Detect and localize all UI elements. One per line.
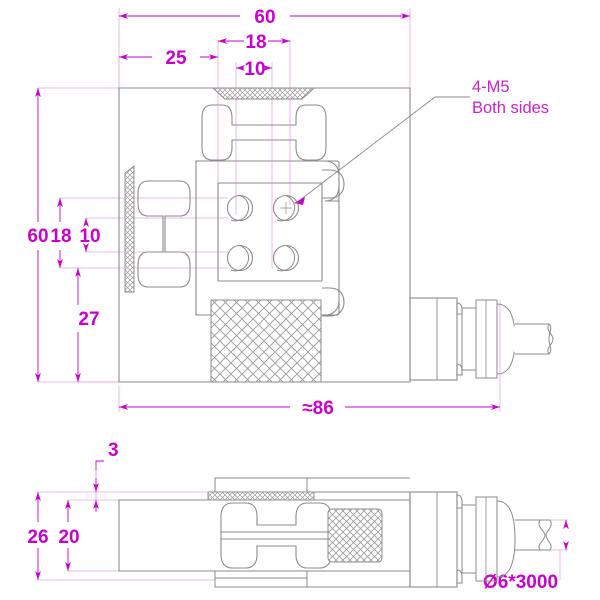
dimension-18-span: 18 — [218, 32, 290, 53]
dimension-cable-spec: Ø6*3000 — [483, 520, 569, 593]
front-view-body — [118, 87, 554, 383]
dimension-25-offset: 25 — [119, 48, 218, 69]
front-view-group: 60 18 25 10 60 18 — [27, 7, 554, 419]
dimension-26-height: 26 — [27, 492, 49, 580]
dimension-20-body: 20 — [58, 500, 80, 571]
dimension-10-vertical-label: 10 — [79, 226, 100, 247]
thread-callout-label: 4-M5 — [472, 78, 510, 96]
dimension-60-width-label: 60 — [254, 7, 275, 28]
dimension-18-vertical: 18 — [50, 198, 72, 268]
dimension-60-height-label: 60 — [27, 226, 48, 247]
dimension-20-body-label: 20 — [58, 527, 79, 548]
dimension-cable-spec-label: Ø6*3000 — [483, 572, 558, 593]
dimension-10-span-label: 10 — [244, 59, 265, 80]
dimension-86-length-label: ≈86 — [302, 398, 334, 419]
dimension-60-width: 60 — [119, 7, 410, 28]
thread-callout-leader — [294, 96, 470, 205]
dimension-86-length: ≈86 — [119, 398, 500, 419]
dimension-27-vertical-label: 27 — [78, 309, 99, 330]
dimension-3-thickness-label: 3 — [108, 440, 119, 461]
m5-hole-group — [226, 194, 300, 272]
dimension-18-vertical-label: 18 — [50, 226, 71, 247]
dimension-10-span: 10 — [236, 59, 272, 80]
dimension-10-vertical: 10 — [79, 218, 101, 252]
dimension-25-offset-label: 25 — [165, 48, 187, 69]
dimension-3-thickness: 3 — [93, 440, 119, 512]
dimension-60-height: 60 — [27, 88, 49, 382]
dimension-27-vertical: 27 — [75, 268, 100, 382]
side-view-group: 3 26 20 Ø6*3000 — [27, 440, 569, 593]
side-view-extension-lines — [38, 470, 568, 581]
dimension-18-span-label: 18 — [245, 32, 266, 53]
thread-callout-note: Both sides — [472, 99, 549, 117]
side-view-body — [118, 477, 552, 588]
dimension-26-height-label: 26 — [27, 527, 48, 548]
